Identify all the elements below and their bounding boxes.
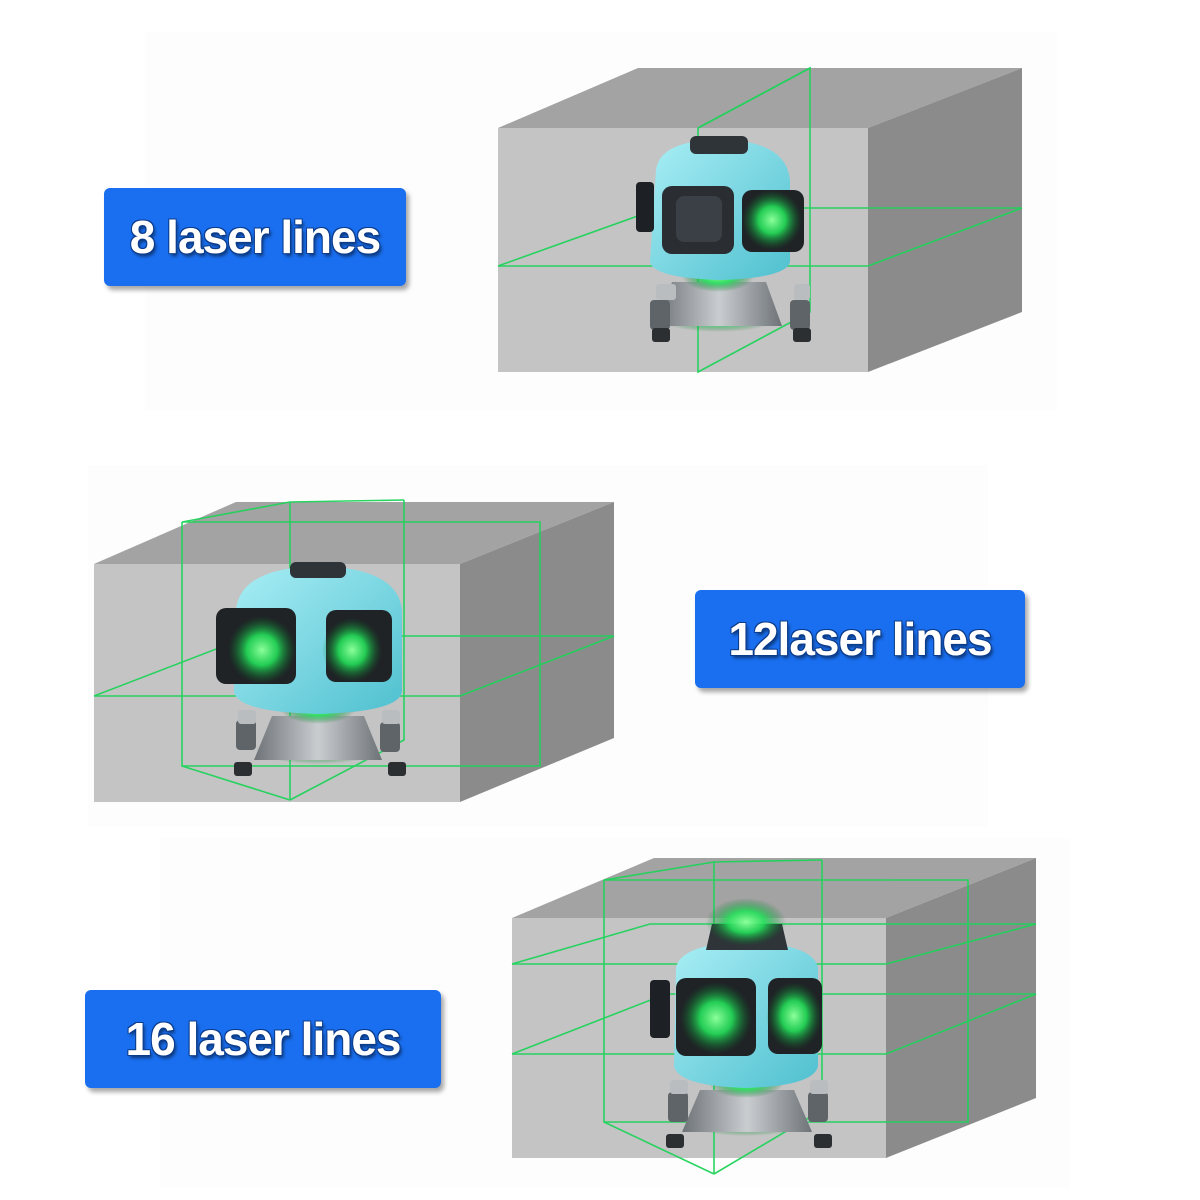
scene-16-lines-graphic — [511, 858, 1037, 1175]
box-top-face — [498, 68, 1022, 128]
laser-device — [650, 898, 832, 1148]
box-top-face — [94, 502, 614, 564]
laser-lines — [511, 859, 1037, 1175]
box-side-face — [868, 68, 1022, 372]
laser-lines — [93, 499, 615, 801]
laser-device — [636, 136, 811, 342]
label-12-lines: 12laser lines — [695, 590, 1025, 688]
box-side-face — [886, 858, 1036, 1158]
box-side-face — [460, 502, 614, 802]
scene-8-lines-graphic — [497, 66, 1023, 374]
scene-12-lines — [0, 440, 1200, 840]
label-8-lines: 8 laser lines — [104, 188, 406, 286]
scene-16-lines — [0, 840, 1200, 1200]
label-16-lines: 16 laser lines — [85, 990, 441, 1088]
scene-8-lines — [0, 0, 1200, 420]
scene-12-lines-graphic — [93, 499, 615, 802]
laser-device — [216, 562, 406, 776]
